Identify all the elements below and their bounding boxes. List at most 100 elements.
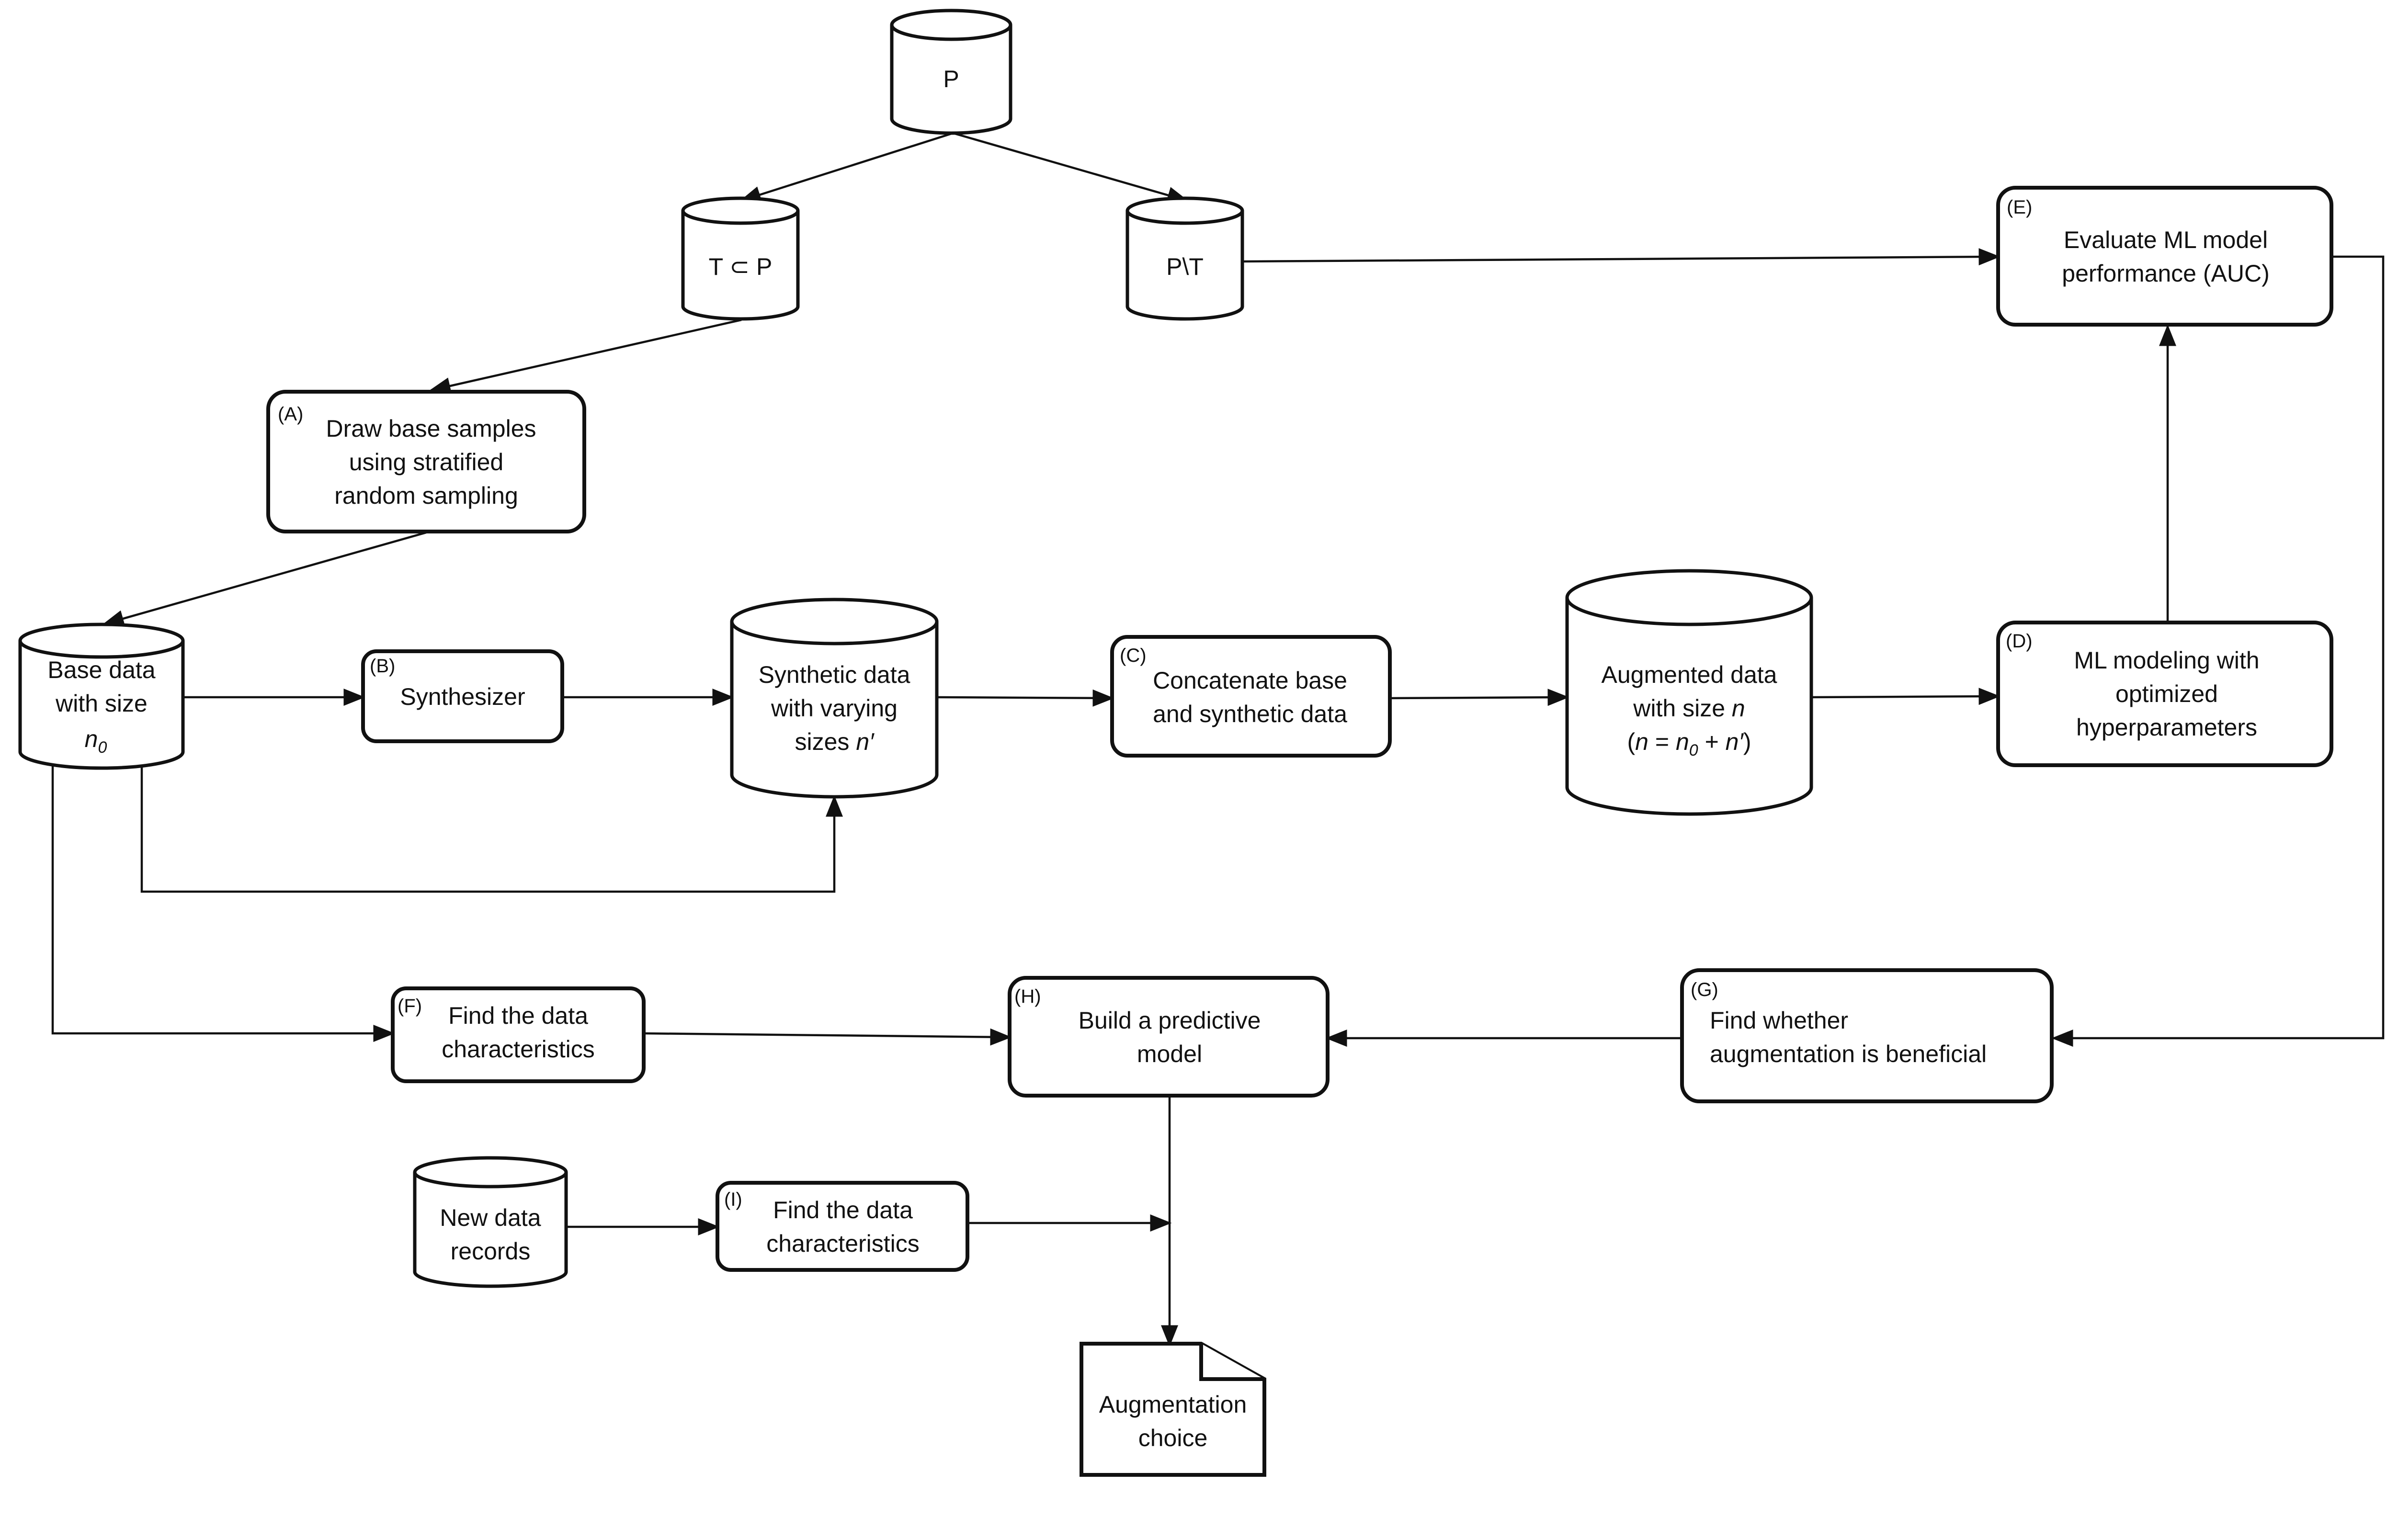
label-t-subset-p: T ⊂ P (709, 253, 773, 280)
paren-close: ) (1743, 728, 1751, 755)
sub-0: 0 (98, 738, 107, 757)
database-base-data: Base data with size n0 (18, 623, 185, 770)
c-line2: and synthetic data (1153, 701, 1347, 727)
d-line1: ML modeling with (2074, 647, 2259, 674)
database-augmented-data: Augmented data with size n (n = n0 + n′) (1565, 569, 1813, 816)
cylinder-body (1125, 211, 1244, 321)
augmented-formula: (n = n0 + n′) (1627, 728, 1751, 759)
cylinder-top (681, 196, 800, 225)
c-line1: Concatenate base (1153, 667, 1347, 694)
new-data-line2: records (451, 1238, 531, 1265)
database-synthetic-data: Synthetic data with varying sizes n′ (730, 598, 939, 799)
synthetic-line2: with varying (771, 695, 898, 722)
plus: + (1698, 728, 1726, 755)
tag-f: (F) (398, 996, 422, 1017)
d-line3: hyperparameters (2076, 714, 2257, 741)
box (361, 649, 564, 743)
arrow-p-minus-t-to-evaluate (1243, 248, 2001, 266)
paren-open: ( (1627, 728, 1635, 755)
arrow-synthetic-to-concatenate (936, 689, 1114, 707)
var-n-prime: n′ (856, 728, 875, 755)
tag-h: (H) (1014, 986, 1041, 1007)
box (1110, 635, 1392, 758)
cylinder-body (18, 641, 185, 770)
f-line2: characteristics (442, 1036, 595, 1063)
base-line1: Base data (47, 657, 155, 683)
connectors (51, 132, 2385, 1347)
cylinder-body (730, 622, 939, 799)
e-line2: performance (AUC) (2062, 260, 2269, 287)
box (1008, 976, 1330, 1098)
cylinder-top (730, 598, 939, 645)
arrow-base-to-find-characteristics (51, 766, 395, 1042)
f-line1: Find the data (448, 1002, 588, 1029)
equals: = (1648, 728, 1676, 755)
arrow-p-to-p-minus-t (953, 132, 1189, 204)
cylinder-top (18, 623, 185, 659)
arrow-find-characteristics-to-build-model (643, 1028, 1012, 1046)
arrow-sampling-to-base (102, 531, 427, 627)
box (1996, 186, 2333, 327)
choice-line1: Augmentation (1099, 1391, 1247, 1418)
cylinder-top (890, 9, 1012, 41)
box (1680, 968, 2054, 1103)
h-line2: model (1137, 1041, 1202, 1067)
var-n: n (1732, 695, 1745, 722)
process-b-synthesizer: (B) Synthesizer (361, 649, 564, 743)
a-line3: random sampling (334, 482, 518, 509)
cylinder-body (413, 1172, 568, 1288)
base-line2: with size (55, 690, 148, 717)
arrow-p-to-t-subset (739, 132, 954, 203)
sub-0: 0 (1689, 741, 1698, 759)
sizes-prefix: sizes (795, 728, 856, 755)
d-line2: optimized (2115, 680, 2218, 707)
tag-e: (E) (2007, 197, 2032, 218)
arrow-concatenate-to-augmented (1390, 689, 1569, 706)
i-line2: characteristics (766, 1230, 920, 1257)
cylinder-body (1565, 598, 1813, 816)
tag-g: (G) (1691, 979, 1718, 1000)
var-n: n (85, 725, 98, 752)
a-line1: Draw base samples (326, 415, 536, 442)
with-size-prefix: with size (1633, 695, 1732, 722)
process-f-find-characteristics: (F) Find the data characteristics (391, 986, 646, 1083)
process-e-evaluate: (E) Evaluate ML model performance (AUC) (1996, 186, 2333, 327)
g-line2: augmentation is beneficial (1710, 1041, 1987, 1067)
cylinder-top (1565, 569, 1813, 626)
h-line1: Build a predictive (1079, 1007, 1261, 1034)
tag-d: (D) (2006, 631, 2033, 652)
cylinder-body (890, 25, 1012, 135)
new-data-line1: New data (440, 1204, 541, 1231)
augmented-line1: Augmented data (1602, 661, 1777, 688)
tag-i: (I) (724, 1189, 742, 1210)
box (716, 1181, 969, 1272)
cylinder-top (413, 1156, 568, 1189)
document-augmentation-choice: Augmentation choice (1080, 1342, 1266, 1477)
synthetic-line3: sizes n′ (795, 728, 875, 755)
database-t-subset-p: T ⊂ P (681, 196, 800, 321)
g-line1: Find whether (1710, 1007, 1848, 1034)
cylinder-top (1125, 196, 1244, 225)
label-p: P (943, 66, 959, 92)
box (266, 390, 586, 533)
a-line2: using stratified (349, 449, 503, 476)
choice-line2: choice (1138, 1425, 1208, 1451)
process-h-build-model: (H) Build a predictive model (1008, 976, 1330, 1098)
augmented-line2: with size n (1633, 695, 1745, 722)
base-size-variable: n0 (85, 725, 107, 757)
database-p: P (890, 9, 1012, 135)
box (391, 986, 646, 1083)
arrow-evaluate-to-whether-beneficial (2051, 255, 2385, 1047)
process-g-find-whether-beneficial: (G) Find whether augmentation is benefic… (1680, 968, 2054, 1103)
arrow-base-loop-to-synthetic (140, 766, 843, 893)
label-p-minus-t: P\T (1166, 253, 1204, 280)
tag-b: (B) (370, 656, 395, 677)
var-n: n (1635, 728, 1648, 755)
box (1996, 621, 2333, 767)
process-c-concatenate: (C) Concatenate base and synthetic data (1110, 635, 1392, 758)
i-line1: Find the data (773, 1197, 913, 1223)
database-p-minus-t: P\T (1125, 196, 1244, 321)
cylinder-body (681, 211, 800, 321)
tag-c: (C) (1120, 645, 1147, 666)
